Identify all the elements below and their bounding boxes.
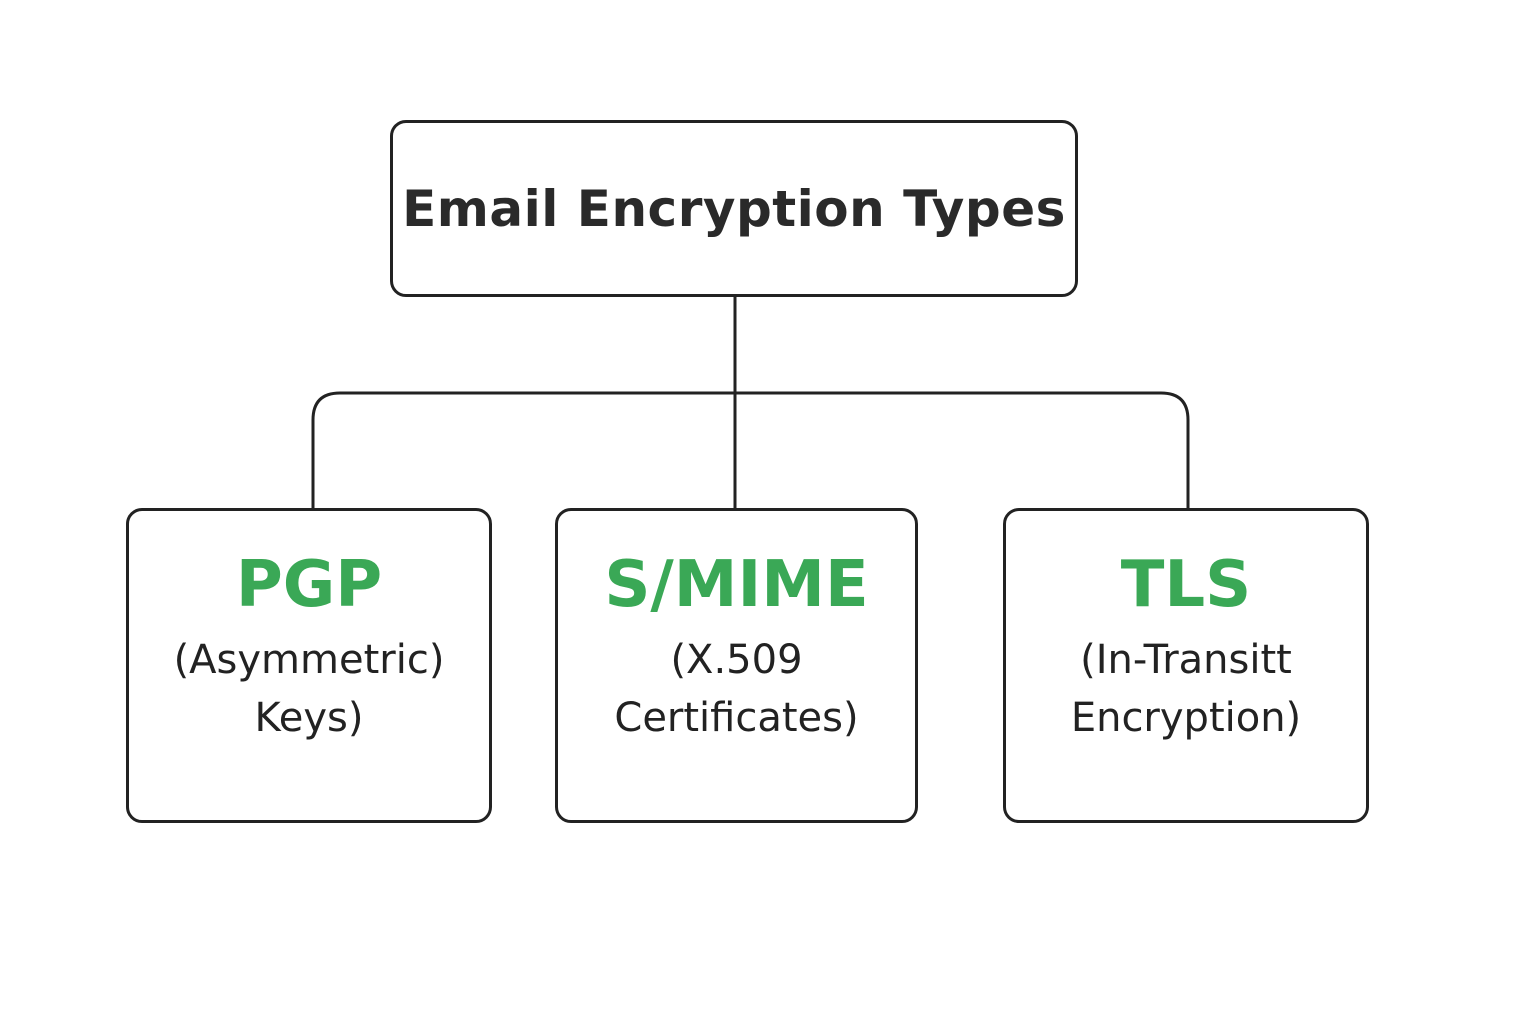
- root-node: Email Encryption Types: [390, 120, 1078, 297]
- child-node-desc-line: Keys): [254, 694, 364, 741]
- child-node-desc-line: (In-Transitt: [1080, 636, 1292, 683]
- root-node-label: Email Encryption Types: [402, 179, 1066, 238]
- child-node-desc-line: Certificates): [614, 694, 859, 741]
- child-node-pgp: PGP (Asymmetric) Keys): [126, 508, 492, 823]
- child-node-title: S/MIME: [604, 548, 869, 623]
- child-node-title: TLS: [1120, 548, 1252, 623]
- child-node-tls: TLS (In-Transitt Encryption): [1003, 508, 1369, 823]
- connector-bus: [311, 391, 1190, 510]
- child-node-desc-line: (X.509: [670, 636, 803, 683]
- child-node-title: PGP: [235, 548, 383, 623]
- child-node-desc-line: (Asymmetric): [173, 636, 445, 683]
- child-node-desc-line: Encryption): [1070, 694, 1302, 741]
- child-node-smime: S/MIME (X.509 Certificates): [555, 508, 918, 823]
